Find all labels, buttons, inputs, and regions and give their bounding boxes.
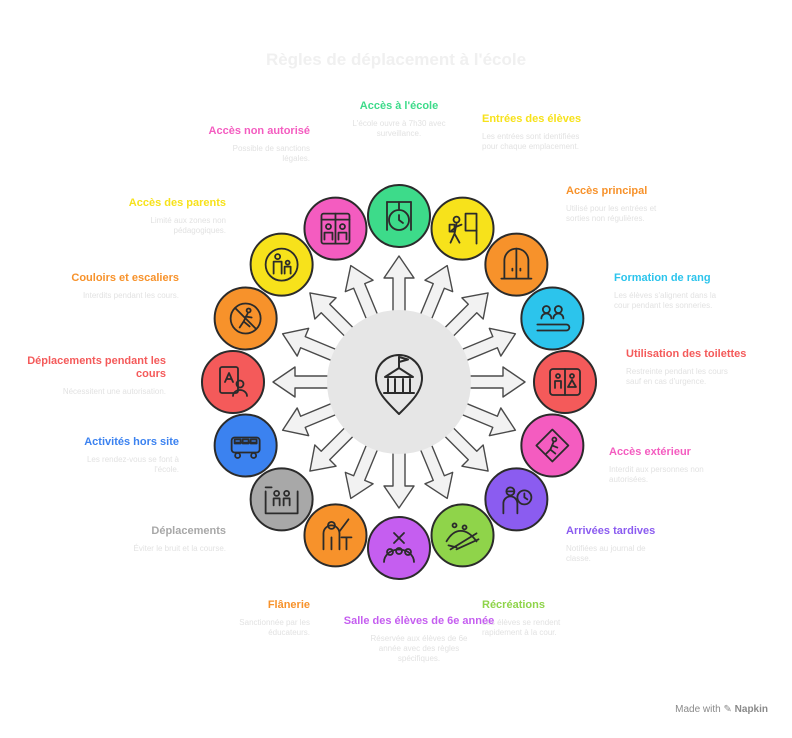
double-door-icon [500, 247, 533, 280]
node-3 [484, 232, 549, 297]
brand-name: Napkin [734, 704, 768, 715]
label-heading: Arrivées tardives [566, 525, 656, 537]
label-description: Les élèves se rendent rapidement à la co… [482, 618, 561, 637]
clock-sign-icon [386, 201, 412, 231]
label-heading: Flânerie [267, 599, 310, 611]
node-circle [430, 503, 495, 568]
id-badge-icon [320, 212, 351, 245]
node-15 [249, 232, 314, 297]
label-heading: Déplacements [151, 525, 226, 537]
made-with-badge[interactable]: Made with ✎ Napkin [675, 704, 768, 715]
label-description: Nécessitent une autorisation. [62, 387, 166, 396]
no-running-icon [229, 302, 262, 335]
node-13 [201, 350, 265, 414]
node-12 [213, 413, 278, 478]
node-1 [367, 184, 431, 248]
label-heading: Couloirs et escaliers [71, 272, 179, 284]
label-description: Utilisé pour les entrées et sorties non … [566, 204, 657, 223]
node-7 [484, 467, 549, 532]
node-4 [520, 286, 585, 351]
label-heading: Salle des élèves de 6e année [343, 615, 495, 627]
node-14 [213, 286, 278, 351]
diagram-title: Règles de déplacement à l'école [265, 50, 527, 69]
label-description: L'école ouvre à 7h30 avec surveillance. [352, 119, 446, 138]
label-description: Restreinte pendant les cours sauf en cas… [626, 367, 728, 386]
label-heading: Accès principal [566, 185, 648, 197]
movement-icon [264, 486, 299, 515]
label-heading: Entrées des élèves [482, 113, 582, 125]
group-room-icon [383, 532, 415, 563]
student-door-icon [448, 212, 478, 245]
label-heading: Utilisation des toilettes [626, 348, 747, 360]
label-heading: Accès à l'école [359, 100, 439, 112]
node-circle [249, 467, 314, 532]
parent-child-icon [264, 247, 299, 282]
made-with-text: Made with [675, 704, 721, 715]
late-clock-icon [502, 486, 533, 515]
node-10 [303, 503, 368, 568]
restroom-icon [549, 368, 581, 396]
hall-pass-icon [219, 366, 248, 397]
central-hub [327, 310, 471, 454]
warning-sign-icon [535, 428, 570, 463]
label-description: Limité aux zones non pédagogiques. [150, 216, 226, 235]
label-heading: Accès extérieur [609, 446, 691, 458]
label-description: Interdits pendant les cours. [82, 291, 179, 300]
node-circle [213, 413, 278, 478]
label-description: Sanctionnée par les éducateurs. [239, 618, 310, 637]
napkin-logo-icon: ✎ [723, 704, 732, 715]
label-heading: Accès non autorisé [208, 125, 310, 137]
label-description: Réservée aux élèves de 6e année avec des… [370, 634, 468, 663]
node-16 [303, 196, 368, 261]
school-location-icon [375, 354, 423, 415]
node-circle [430, 196, 495, 261]
label-description: Possible de sanctions légales. [232, 144, 310, 163]
line-up-icon [536, 305, 571, 332]
label-description: Notifiées au journal de classe. [566, 544, 646, 563]
label-heading: Formation de rang [614, 272, 711, 284]
label-description: Éviter le bruit et la course. [133, 544, 226, 553]
label-heading: Accès des parents [128, 197, 226, 209]
node-circle [520, 286, 585, 351]
node-11 [249, 467, 314, 532]
node-2 [430, 196, 495, 261]
label-description: Les entrées sont identifiées pour chaque… [482, 132, 580, 151]
label-heading: Récréations [482, 599, 545, 611]
node-8 [430, 503, 495, 568]
label-heading: Déplacements pendant les cours [27, 355, 166, 380]
node-circle [303, 503, 368, 568]
node-6 [520, 413, 585, 478]
playground-icon [445, 522, 480, 551]
label-description: Interdit aux personnes non autorisées. [609, 465, 704, 484]
bus-icon [230, 436, 261, 459]
teacher-board-icon [322, 518, 353, 551]
node-ring [201, 184, 597, 580]
node-9 [367, 516, 431, 580]
label-description: Les rendez-vous se font à l'école. [86, 455, 179, 474]
label-heading: Activités hors site [84, 436, 179, 448]
node-5 [533, 350, 597, 414]
label-description: Les élèves s'alignent dans la cour penda… [614, 291, 717, 310]
